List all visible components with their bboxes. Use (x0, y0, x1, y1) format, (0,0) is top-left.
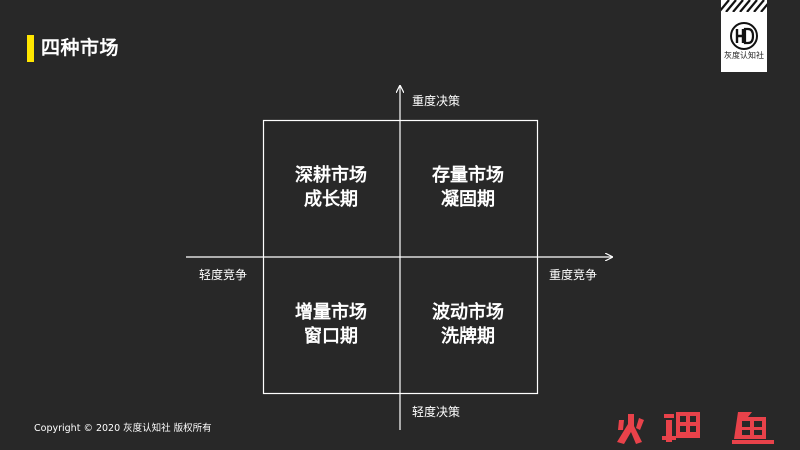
logo-text: 灰度认知社 (724, 51, 764, 60)
logo-stripes (721, 0, 767, 12)
axis-label-left: 轻度竞争 (199, 268, 248, 282)
axis-label-bottom: 轻度决策 (412, 405, 461, 419)
watermark-logo (617, 412, 774, 444)
quadrant-top-left-line1: 深耕市场 (295, 165, 367, 186)
quadrant-bottom-right-line1: 波动市场 (432, 302, 504, 323)
quadrant-top-right-line1: 存量市场 (432, 165, 504, 186)
quadrant-bottom-left-line2: 窗口期 (304, 326, 358, 347)
axis-label-right: 重度竞争 (549, 268, 598, 282)
brand-logo: 灰度认知社 (721, 0, 767, 72)
quadrant-bottom-right-line2: 洗牌期 (441, 326, 495, 347)
quadrant-bottom-right: 波动市场 洗牌期 (400, 301, 536, 349)
copyright-text: Copyright © 2020 灰度认知社 版权所有 (34, 423, 212, 434)
quadrant-top-left: 深耕市场 成长期 (263, 164, 399, 212)
axis-label-top: 重度决策 (412, 94, 461, 108)
quadrant-top-right: 存量市场 凝固期 (400, 164, 536, 212)
quadrant-top-right-line2: 凝固期 (441, 189, 495, 210)
page-title: 四种市场 (41, 37, 120, 59)
quadrant-bottom-left-line1: 增量市场 (295, 302, 367, 323)
title-accent-bar (27, 35, 34, 62)
quadrant-top-left-line2: 成长期 (304, 189, 358, 210)
hd-logo-icon (730, 22, 758, 50)
quadrant-bottom-left: 增量市场 窗口期 (263, 301, 399, 349)
